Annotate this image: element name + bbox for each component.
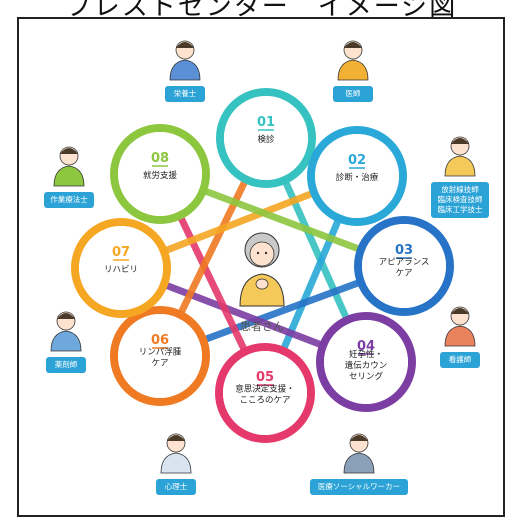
role-badge xyxy=(440,352,480,368)
person-icon xyxy=(160,452,192,474)
role-label: 看護師 xyxy=(449,354,472,364)
person-hair-icon xyxy=(60,148,78,154)
patient-face xyxy=(249,241,275,267)
step-label: 妊孕性・遺伝カウンセリング xyxy=(345,349,388,382)
step-disc xyxy=(118,314,202,398)
person-hair-icon xyxy=(167,435,185,441)
professional-nurse: 看護師 xyxy=(440,306,480,368)
person-icon xyxy=(50,330,82,352)
diagram-frame xyxy=(17,17,505,517)
professional-psychologist: 心理士 xyxy=(156,433,196,495)
step-node-02: 02 診断・治療 xyxy=(307,126,407,226)
step-number: 08 xyxy=(151,151,169,166)
person-hair-icon xyxy=(350,435,368,441)
patient-figure: 患者さん xyxy=(239,232,285,333)
role-label: 栄養士 xyxy=(174,88,197,98)
step-label: 就労支援 xyxy=(143,170,178,181)
step-node-01: 01 検診 xyxy=(216,88,316,188)
patient-label: 患者さん xyxy=(240,320,284,333)
person-icon xyxy=(444,325,476,347)
step-disc xyxy=(224,96,308,180)
role-label: 医師 xyxy=(346,88,361,98)
eye-icon xyxy=(256,251,260,255)
role-label: 放射線技師臨床検査技師臨床工学技士 xyxy=(438,184,483,214)
role-label: 薬剤師 xyxy=(55,359,78,369)
role-badge xyxy=(44,192,94,208)
role-label: 作業療法士 xyxy=(50,194,88,204)
step-number: 06 xyxy=(151,333,169,348)
person-hair-icon xyxy=(57,313,75,319)
step-disc xyxy=(223,351,307,435)
step-number: 03 xyxy=(395,243,413,258)
step-label: アピアランスケア xyxy=(379,258,430,279)
step-ring xyxy=(215,343,315,443)
person-icon xyxy=(169,59,201,81)
person-hair-icon xyxy=(344,42,362,48)
role-label: 医療ソーシャルワーカー xyxy=(318,481,400,491)
step-ring xyxy=(110,124,210,224)
step-number: 04 xyxy=(357,339,375,354)
person-hair-icon xyxy=(451,138,469,144)
step-disc xyxy=(324,320,408,404)
role-label: 心理士 xyxy=(165,481,188,491)
professional-nutritionist: 栄養士 xyxy=(165,40,205,102)
step-ring xyxy=(110,306,210,406)
step-ring xyxy=(354,216,454,316)
person-hair-icon xyxy=(176,42,194,48)
page-title: ブレストセンター イメージ図 xyxy=(65,0,458,22)
role-badge xyxy=(156,479,196,495)
eye-icon xyxy=(264,251,268,255)
step-label: 診断・治療 xyxy=(336,172,379,183)
step-label: 検診 xyxy=(257,134,275,145)
step-disc xyxy=(315,134,399,218)
step-disc xyxy=(362,224,446,308)
step-ring xyxy=(307,126,407,226)
role-badge xyxy=(46,357,86,373)
step-ring xyxy=(316,312,416,412)
person-icon xyxy=(444,155,476,177)
role-badge xyxy=(431,182,489,218)
step-label: リハビリ xyxy=(104,265,138,275)
professional-social_worker: 医療ソーシャルワーカー xyxy=(310,433,408,495)
person-hair-icon xyxy=(451,308,469,314)
professional-doctor: 医師 xyxy=(333,40,373,102)
professional-pharmacist: 薬剤師 xyxy=(46,311,86,373)
person-icon xyxy=(53,165,85,187)
step-ring xyxy=(71,218,171,318)
step-disc xyxy=(79,226,163,310)
patient-body xyxy=(239,273,285,307)
step-node-08: 08 就労支援 xyxy=(110,124,210,224)
step-node-07: 07 リハビリ xyxy=(71,218,171,318)
step-number: 01 xyxy=(257,115,275,130)
step-number: 07 xyxy=(112,245,130,260)
role-badge xyxy=(333,86,373,102)
step-number: 02 xyxy=(348,153,366,168)
step-label: リンパ浮腫ケア xyxy=(139,347,182,369)
person-icon xyxy=(343,452,375,474)
patient-hands xyxy=(255,278,269,290)
professional-radiology: 放射線技師臨床検査技師臨床工学技士 xyxy=(431,136,489,218)
professional-occupational: 作業療法士 xyxy=(44,146,94,208)
role-badge xyxy=(310,479,408,495)
step-disc xyxy=(118,132,202,216)
step-ring xyxy=(216,88,316,188)
step-number: 05 xyxy=(256,370,274,385)
step-label: 意思決定支援・こころのケア xyxy=(235,384,295,406)
person-icon xyxy=(337,59,369,81)
role-badge xyxy=(165,86,205,102)
